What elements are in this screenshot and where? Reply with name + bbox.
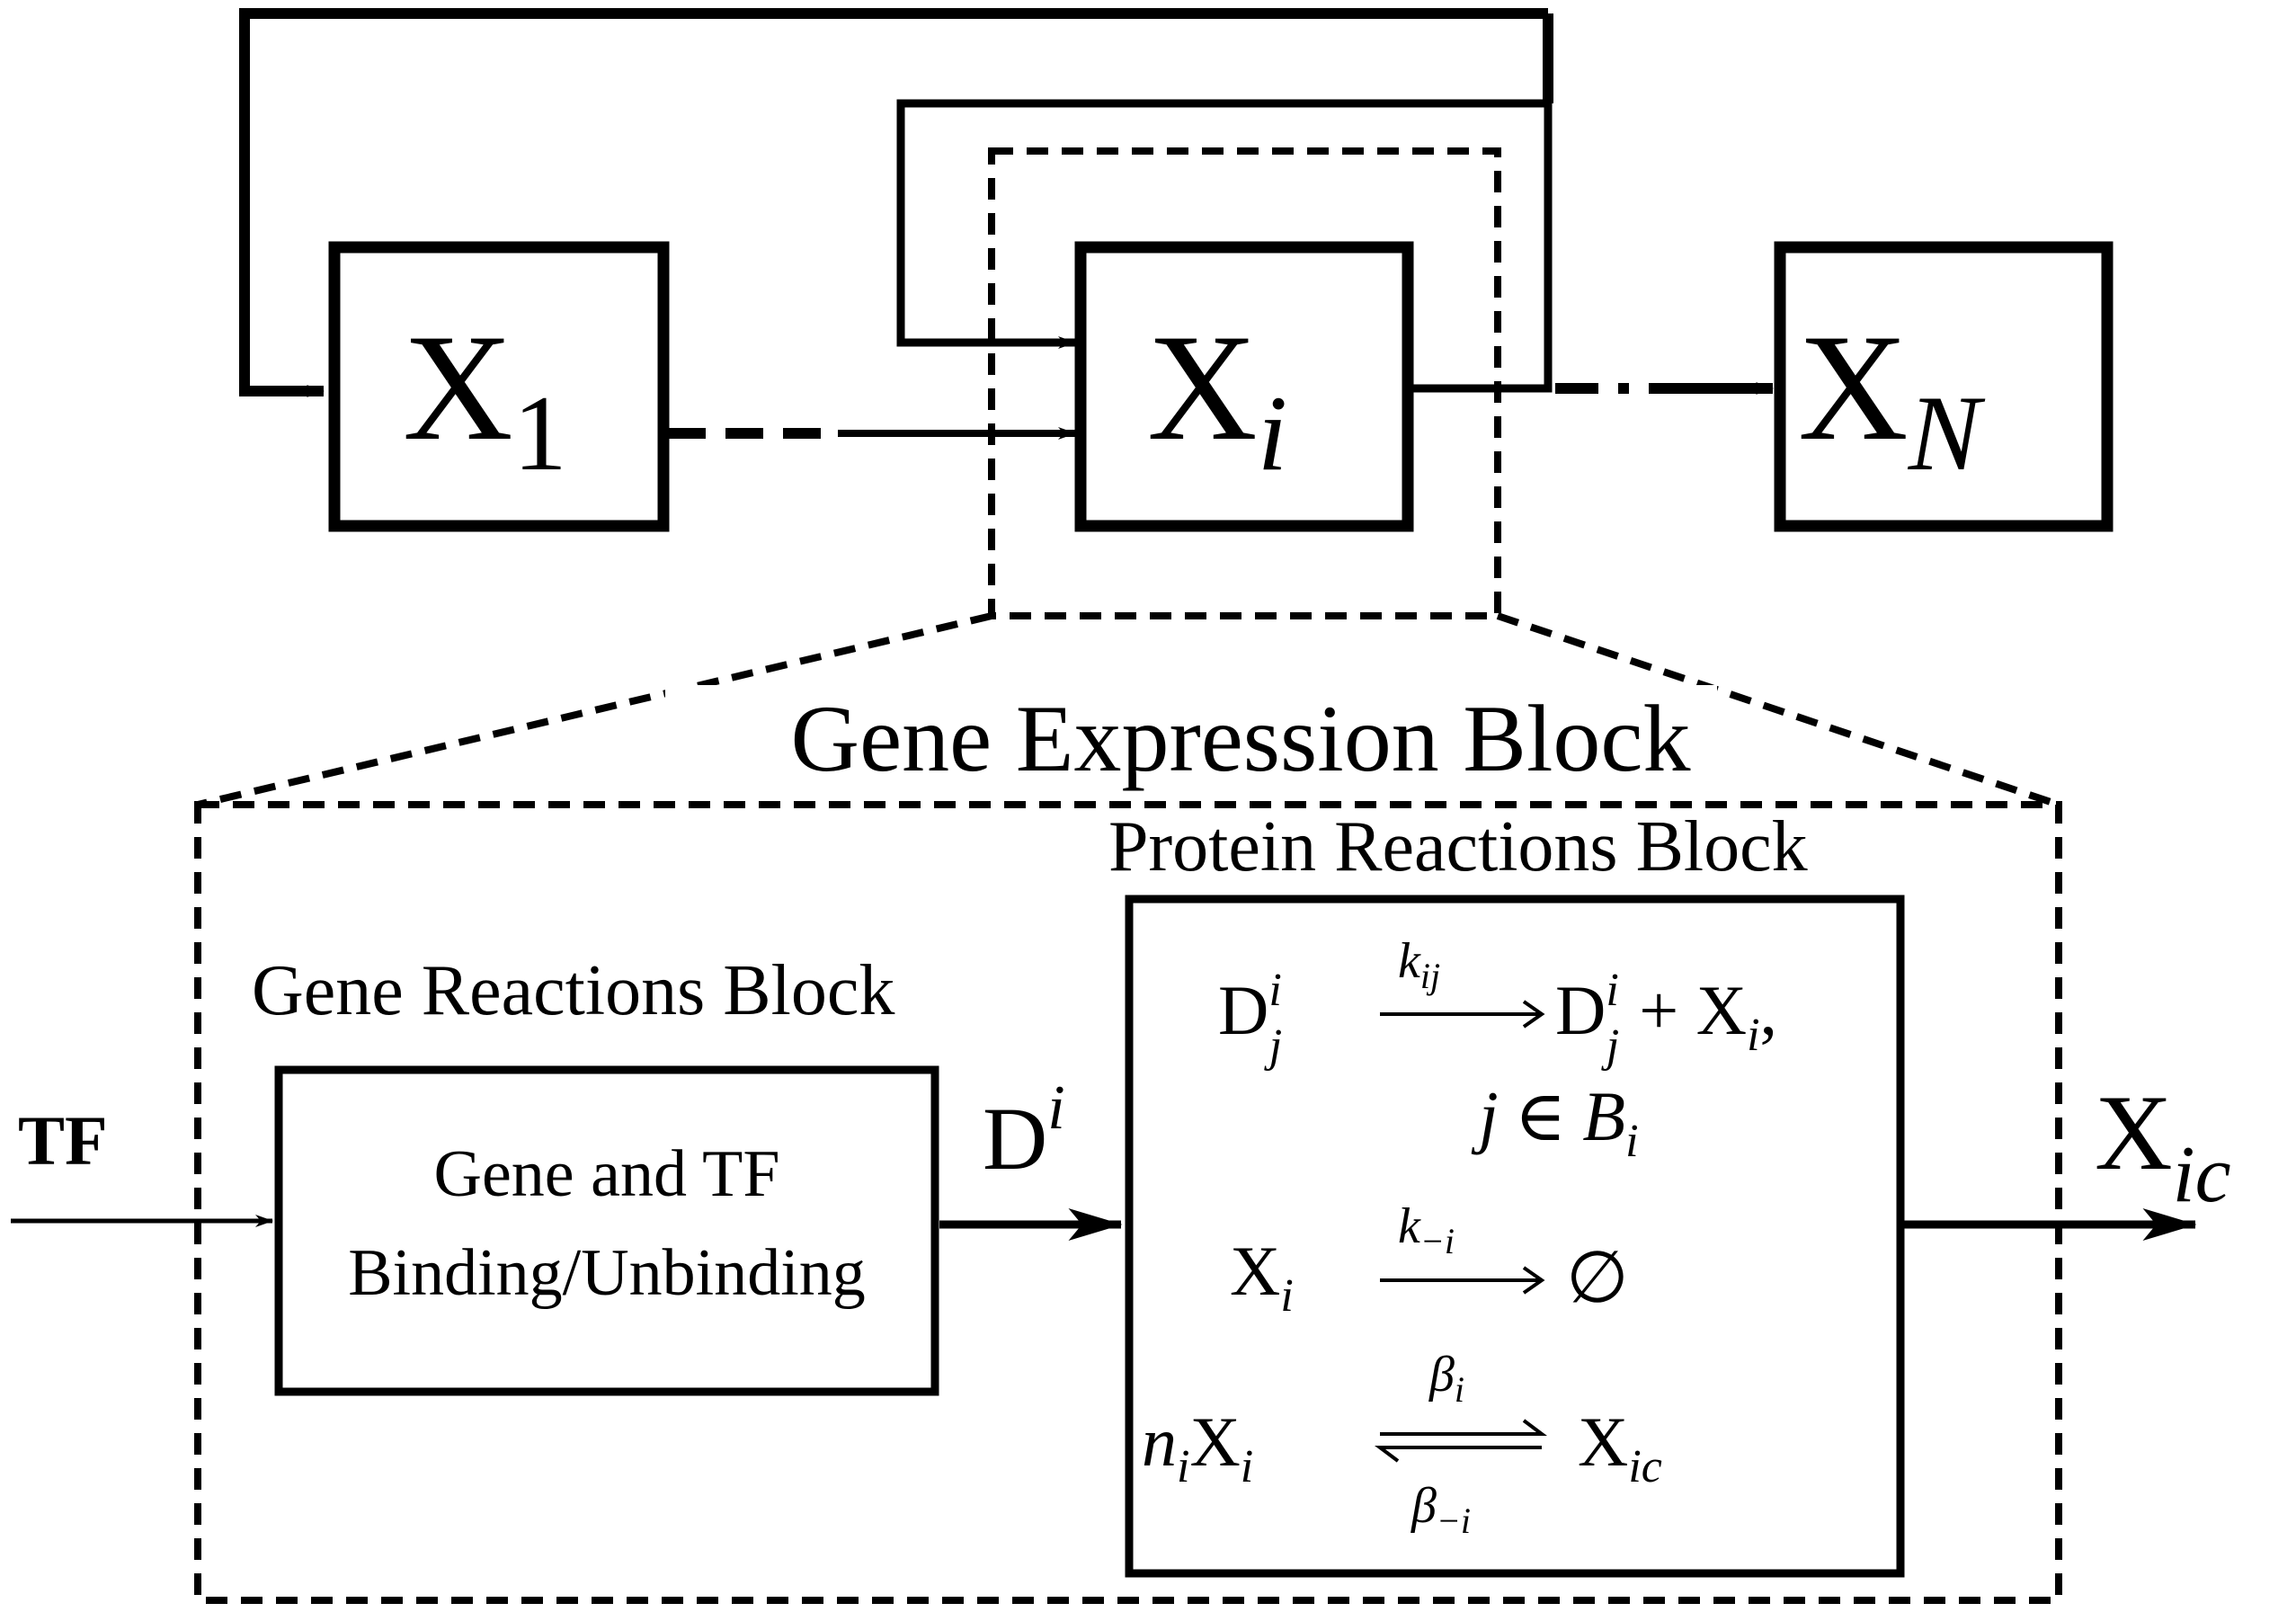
protein-reactions-title: Protein Reactions Block (1108, 807, 1808, 886)
reaction3-product: Xic (1578, 1403, 1662, 1492)
xn-box (1774, 241, 2114, 532)
gene-tf-box-line1: Gene and TF (434, 1137, 780, 1211)
x1-box (328, 241, 670, 532)
gene-reactions-title: Gene Reactions Block (252, 951, 894, 1030)
reaction1-arrow (1380, 1000, 1545, 1029)
xi-box (1074, 241, 1414, 532)
zoom-projection-left (197, 612, 992, 808)
di-signal-label: Di (983, 1073, 1065, 1189)
gene-expression-block (194, 801, 2062, 1604)
gene-tf-box-line2: Binding/Unbinding (348, 1236, 866, 1310)
tf-input-label: TF (18, 1101, 108, 1180)
xi-label: Xi (1147, 303, 1287, 493)
feedback-loop-inner (896, 99, 1548, 349)
reaction3-backward-rate: β−i (1411, 1478, 1471, 1541)
reaction2-product: ∅ (1566, 1239, 1629, 1318)
reaction3-equilibrium-arrows (1375, 1419, 1547, 1463)
reaction2-reactant: Xi (1230, 1232, 1294, 1322)
reaction2-arrow (1380, 1266, 1545, 1295)
reaction3-forward-rate: βi (1428, 1347, 1464, 1410)
gene-expression-title: Gene Expression Block (791, 686, 1691, 791)
x1-label: X1 (403, 303, 567, 493)
zoom-projection-right (1496, 612, 2060, 808)
gene-expression-title-mask (665, 685, 1717, 788)
protein-reactions-box (1125, 895, 1905, 1578)
xic-output-label: Xic (2095, 1073, 2231, 1219)
reaction3-reactant: niXi (1142, 1403, 1253, 1492)
reaction2-rate: k−i (1398, 1198, 1455, 1261)
xi-output-line (1411, 103, 1553, 393)
reaction1-rate: kij (1398, 933, 1440, 996)
feedback-loop-outer (239, 8, 1553, 391)
gene-tf-binding-box (274, 1065, 939, 1396)
xn-label: XN (1798, 303, 1986, 493)
zoom-dashed-box (988, 147, 1501, 619)
reaction1-condition: j∈Bi (1471, 1077, 1639, 1167)
